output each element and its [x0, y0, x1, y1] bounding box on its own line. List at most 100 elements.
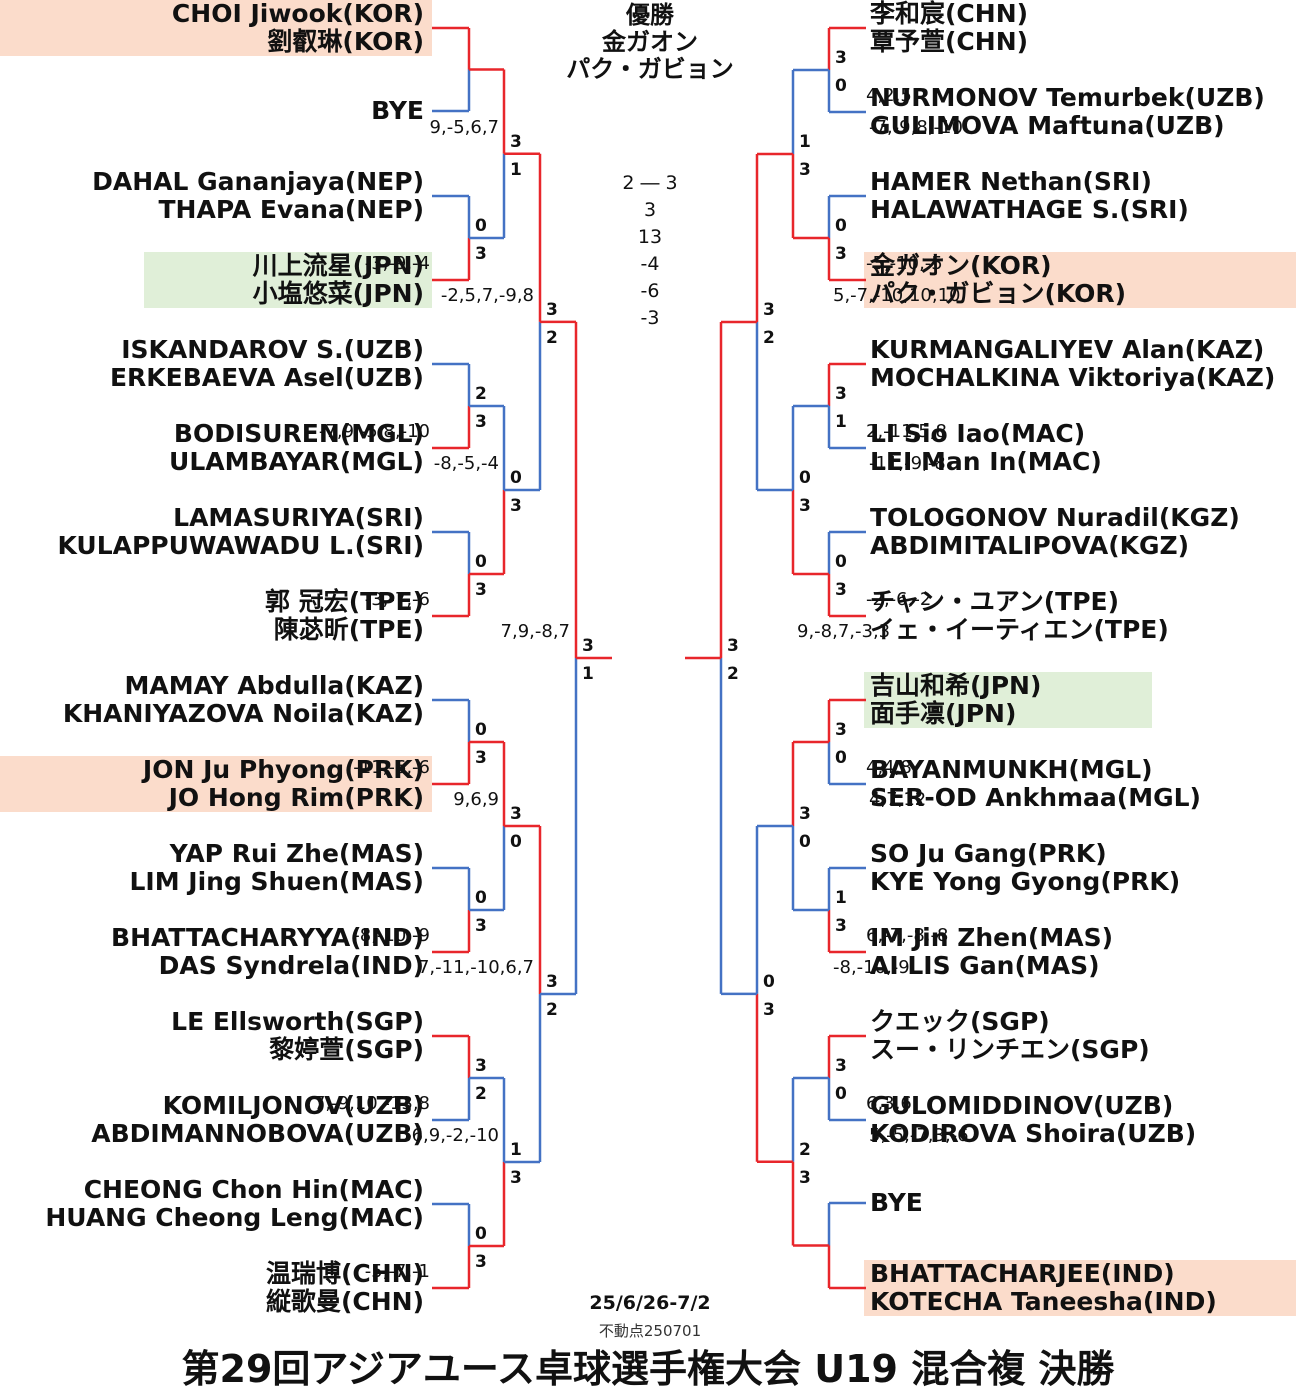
left-player-7-1: 陳苾昕(TPE): [273, 615, 424, 644]
left-r1-m5-score-bottom: 3: [475, 916, 487, 936]
right-player-14-0: BYE: [870, 1188, 923, 1217]
right-player-9-0: BAYANMUNKH(MGL): [870, 755, 1153, 784]
left-r1-m2-score-bottom: 3: [475, 412, 487, 432]
right-player-1-1: GULIMOVA Maftuna(UZB): [870, 111, 1225, 140]
right-r2-m2-score-bottom: 0: [799, 832, 811, 852]
left-r2-m3-game-scores: -6,9,-2,-10: [405, 1125, 499, 1146]
left-r2-m2-score-top: 3: [510, 804, 522, 824]
left-highlight-kor: [0, 0, 432, 56]
left-r3-m1-score-bottom: 2: [546, 1000, 558, 1020]
left-player-12-0: LE Ellsworth(SGP): [171, 1007, 424, 1036]
right-player-5-0: LI Sio Iao(MAC): [870, 419, 1086, 448]
right-r1-m2-game-scores: 2,-11,5,8: [866, 421, 947, 442]
left-player-5-0: BODISUREN(MGL): [173, 419, 424, 448]
left-r1-m4-game-scores: -11,-6,-6: [353, 757, 430, 778]
right-r2-m1-game-scores: -11,-9,-8: [869, 453, 946, 474]
champion-name-2: パク・ガビョン: [566, 55, 734, 83]
left-r3-m1-game-scores: 7,-11,-10,6,7: [417, 957, 534, 978]
left-player-10-0: YAP Rui Zhe(MAS): [169, 839, 424, 868]
left-r2-m0-game-scores: 9,-5,6,7: [429, 116, 499, 138]
right-r1-m3-score-bottom: 3: [835, 580, 847, 600]
right-r3-m1-score-top: 0: [763, 971, 775, 992]
left-player-13-0: KOMILJONOV(UZB): [162, 1091, 424, 1120]
left-highlight-jpn: [144, 252, 432, 308]
left-player-7-0: 郭 冠宏(TPE): [264, 587, 424, 616]
left-player-11-1: DAS Syndrela(IND): [158, 951, 424, 980]
right-player-4-0: KURMANGALIYEV Alan(KAZ): [870, 335, 1265, 364]
right-player-3-1: パク・ガビョン(KOR): [870, 279, 1127, 308]
right-player-12-1: スー・リンチエン(SGP): [870, 1035, 1150, 1064]
left-player-3-0: 川上流星(JPN): [252, 251, 424, 280]
right-r1-m4-score-bottom: 0: [835, 748, 847, 768]
right-r1-m1-game-scores: -5,-10,-5: [866, 253, 943, 274]
final-game-3: -4: [640, 253, 660, 275]
left-r1-m2-score-top: 2: [475, 384, 487, 404]
right-player-10-1: KYE Yong Gyong(PRK): [870, 867, 1181, 896]
champion-box: 優勝 金ガオン パク・ガビョン: [520, 2, 780, 83]
left-r1-m7-score-bottom: 3: [475, 1252, 487, 1272]
final-score: 2 ― 3 3 13 -4 -6 -3: [590, 170, 710, 332]
left-r2-m0-score-bottom: 1: [510, 159, 522, 180]
left-r3-m0-score-top: 3: [546, 299, 558, 320]
right-r1-m6-game-scores: 6,3,6: [866, 1093, 912, 1114]
left-r3-m0-game-scores: -2,5,7,-9,8: [440, 284, 534, 306]
left-r1-m2-game-scores: -7,9,-5,8,-10: [318, 421, 430, 442]
right-player-2-0: HAMER Nethan(SRI): [870, 167, 1152, 196]
left-r1-m3-game-scores: -3,-7,-6: [364, 589, 430, 610]
final-set-score: 2 ― 3: [622, 172, 678, 194]
left-player-9-1: JO Hong Rim(PRK): [168, 783, 424, 812]
left-player-6-1: KULAPPUWAWADU L.(SRI): [57, 531, 424, 560]
right-r4-m0-score-top: 3: [727, 635, 739, 656]
right-r2-m0-game-scores: -7,-9,8,-10: [869, 117, 963, 138]
left-player-13-1: ABDIMANNOBOVA(UZB): [91, 1119, 424, 1148]
left-r1-m4-score-bottom: 3: [475, 748, 487, 768]
left-player-9-0: JON Ju Phyong(PRK): [142, 755, 424, 784]
left-player-12-1: 黎婷萱(SGP): [269, 1035, 424, 1064]
right-r1-m4-score-top: 3: [835, 720, 847, 740]
right-highlight-jpn: [864, 672, 1152, 728]
left-r1-m3-score-bottom: 3: [475, 580, 487, 600]
left-r3-m1-score-top: 3: [546, 972, 558, 992]
left-r1-m6-score-bottom: 2: [475, 1084, 487, 1104]
left-player-2-0: DAHAL Gananjaya(NEP): [92, 167, 424, 196]
right-r1-m3-game-scores: -2,-6,-2: [866, 589, 932, 610]
right-r1-m5-game-scores: 6,-7,-8,-8: [866, 925, 949, 946]
left-r4-m0-game-scores: 7,9,-8,7: [500, 620, 570, 642]
left-r2-m3-score-top: 1: [510, 1140, 522, 1160]
left-player-11-0: BHATTACHARYYA(IND): [111, 923, 424, 952]
right-player-10-0: SO Ju Gang(PRK): [870, 839, 1107, 868]
right-player-0-1: 覃予萱(CHN): [870, 27, 1029, 56]
right-player-6-0: TOLOGONOV Nuradil(KGZ): [870, 503, 1240, 532]
right-player-5-1: LEI Man In(MAC): [870, 447, 1102, 476]
right-r2-m1-score-top: 0: [799, 468, 811, 488]
left-player-4-0: ISKANDAROV S.(UZB): [121, 335, 424, 364]
left-r2-m1-score-top: 0: [510, 468, 522, 488]
left-highlight-prk: [0, 756, 432, 812]
left-r1-m1-game-scores: -3,-9,-4: [364, 253, 430, 274]
right-r2-m0-score-bottom: 3: [799, 160, 811, 180]
right-r3-m0-game-scores: 5,-7,-10,10,10: [833, 285, 961, 306]
left-player-6-0: LAMASURIYA(SRI): [173, 503, 424, 532]
left-r1-m3-score-top: 0: [475, 552, 487, 572]
right-player-12-0: クエック(SGP): [870, 1007, 1050, 1036]
left-player-14-0: CHEONG Chon Hin(MAC): [83, 1175, 424, 1204]
right-r1-m2-score-top: 3: [835, 384, 847, 404]
right-r1-m6-score-top: 3: [835, 1056, 847, 1076]
left-r2-m2-score-bottom: 0: [510, 832, 522, 852]
right-r1-m1-score-bottom: 3: [835, 244, 847, 264]
left-player-10-1: LIM Jing Shuen(MAS): [129, 867, 424, 896]
left-r1-m7-game-scores: -5,-7,-1: [364, 1261, 430, 1282]
right-player-15-0: BHATTACHARJEE(IND): [870, 1259, 1175, 1288]
left-r1-m7-score-top: 0: [475, 1224, 487, 1244]
right-player-0-0: 李和宸(CHN): [870, 0, 1029, 28]
left-r2-m2-game-scores: 9,6,9: [453, 789, 499, 810]
left-player-15-1: 縦歌曼(CHN): [265, 1287, 424, 1316]
right-r1-m5-score-top: 1: [835, 888, 847, 908]
left-player-4-1: ERKEBAEVA Asel(UZB): [109, 363, 424, 392]
right-player-11-1: AI LIS Gan(MAS): [870, 951, 1100, 980]
right-player-7-1: イェ・イーティエン(TPE): [870, 615, 1169, 644]
right-r1-m6-score-bottom: 0: [835, 1084, 847, 1104]
right-player-2-1: HALAWATHAGE S.(SRI): [870, 195, 1189, 224]
final-game-4: -6: [640, 280, 660, 302]
left-player-5-1: ULAMBAYAR(MGL): [169, 447, 424, 476]
